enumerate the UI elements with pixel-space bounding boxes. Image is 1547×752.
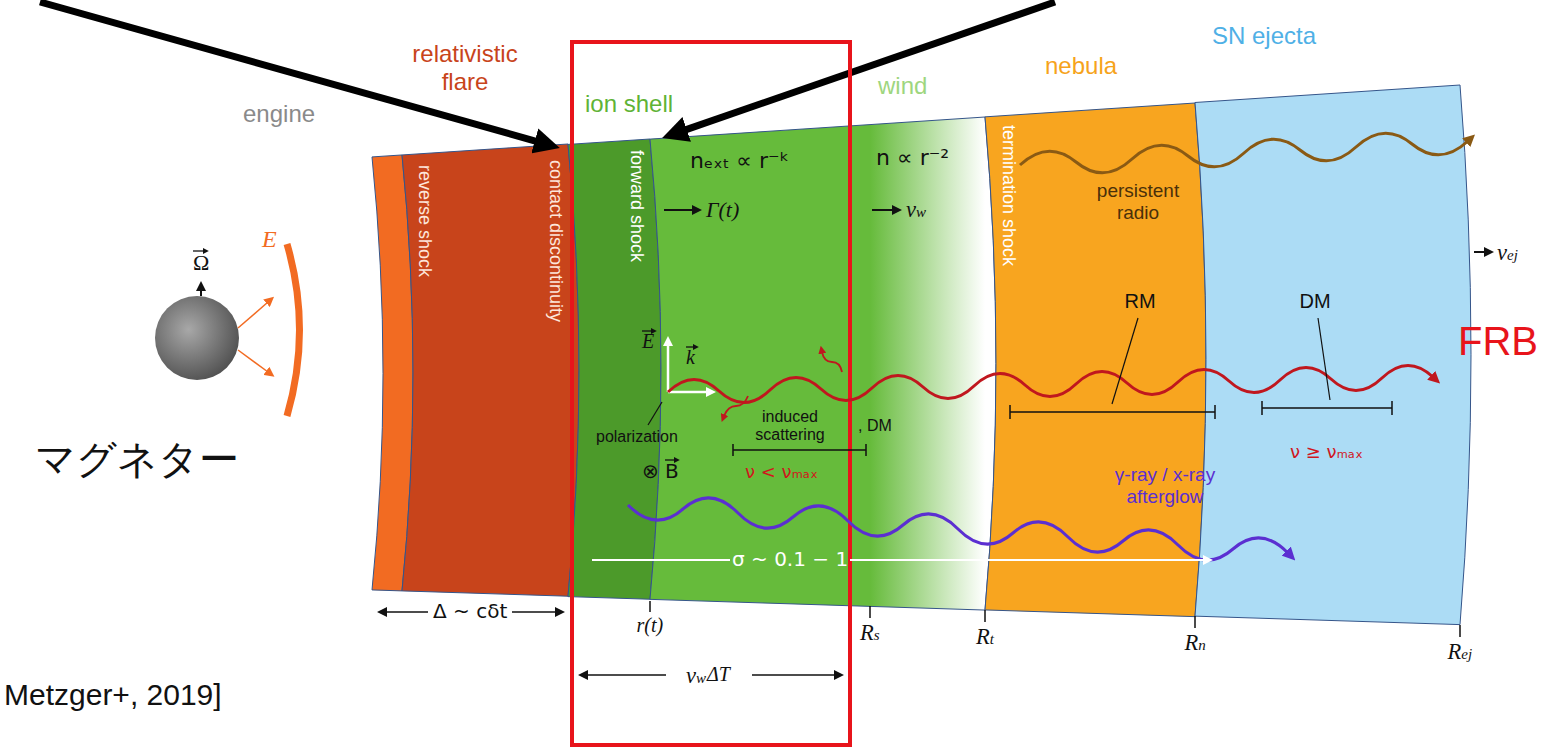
polarization-label: polarization [596, 428, 678, 446]
wave-vector-arrow [668, 391, 708, 394]
dimension-label: Δ ~ cδt [433, 600, 507, 623]
energy-symbol: E [262, 226, 277, 254]
emission-label: persistent radio [1083, 180, 1193, 224]
field-arrow [667, 344, 670, 392]
velocity-arrow [872, 209, 894, 211]
band-heading: engine [243, 100, 315, 128]
plasma-band: ion shellforward shock [568, 139, 662, 599]
band-shape [1195, 85, 1471, 625]
process-label: , DM [858, 417, 892, 435]
process-label: induced scattering [742, 408, 838, 445]
node-outline [568, 139, 662, 599]
field-vector: ⊗ B [642, 460, 679, 483]
wind-velocity: vw [906, 197, 926, 223]
boundary-label: forward shock [626, 150, 647, 262]
emission-label: γ-ray / x-ray afterglow [1090, 464, 1240, 508]
range-arrow [850, 559, 1205, 561]
lorentz-factor: Γ(t) [706, 197, 739, 222]
band-heading: wind [878, 72, 927, 100]
dimension-arrow [512, 611, 557, 613]
band-heading: relativistic flare [390, 40, 540, 95]
band-shape [650, 117, 996, 610]
boundary-label: contact discontinuity [545, 160, 566, 322]
dimension-arrow [586, 674, 666, 676]
velocity-arrow [1474, 251, 1486, 253]
flare-arc [287, 244, 300, 416]
wave-vector: k [686, 346, 695, 369]
object-name: マグネター [35, 436, 239, 482]
frequency-condition: ν ≥ νₘₐₓ [1290, 442, 1363, 463]
band-shape [372, 155, 413, 591]
dimension-label: vw [686, 663, 706, 689]
spin-symbol: Ω [193, 250, 209, 275]
density-law: n ∝ r⁻² [876, 145, 949, 170]
pointer-arrow [682, 2, 1055, 131]
dimension-arrow [385, 611, 428, 613]
band-shape [985, 103, 1206, 617]
node-outline [650, 117, 997, 610]
node-outline [1195, 85, 1472, 625]
engine-sphere [155, 296, 239, 380]
frequency-condition: ν < νₘₐₓ [745, 462, 818, 483]
energy-arrow [238, 302, 268, 328]
plasma-band: SN ejecta [1195, 85, 1472, 625]
radius-label: Rs [860, 620, 880, 646]
magnetization-label: σ ~ 0.1 − 1 [732, 548, 848, 571]
plasma-band: relativistic flarereverse shockcontact d… [372, 144, 580, 596]
energy-arrow [238, 350, 268, 372]
band-heading: nebula [1045, 52, 1117, 80]
plasma-band: wind [650, 117, 997, 610]
velocity-arrow [664, 209, 694, 211]
band-shape [402, 144, 579, 596]
dimension-label: ΔT [707, 663, 730, 686]
range-arrow [592, 559, 730, 561]
measure-label: DM [1300, 290, 1331, 313]
density-law: nₑₓₜ ∝ r⁻ᵏ [690, 148, 789, 173]
band-heading: ion shell [585, 90, 673, 118]
plasma-band: nebulatermination shock [985, 103, 1207, 617]
dimension-arrow [752, 674, 836, 676]
spin-arrow [200, 289, 202, 296]
ejecta-velocity: vej [1497, 240, 1518, 266]
engine-circle: engine [155, 296, 239, 380]
band-shape [568, 139, 661, 599]
signal-name: FRB [1458, 318, 1538, 364]
citation: Metzger+, 2019] [4, 678, 222, 713]
radius-label: Rt [976, 624, 994, 650]
radius-label: r(t) [637, 614, 664, 637]
pointer-arrow [40, 2, 540, 142]
node-outline [155, 296, 239, 380]
band-heading: SN ejecta [1212, 22, 1316, 50]
radius-label: Rej [1448, 639, 1473, 665]
field-vector: E [642, 330, 654, 353]
measure-label: RM [1125, 290, 1156, 313]
boundary-label: reverse shock [414, 165, 435, 277]
boundary-label: termination shock [998, 125, 1019, 266]
radius-label: Rn [1185, 630, 1206, 656]
